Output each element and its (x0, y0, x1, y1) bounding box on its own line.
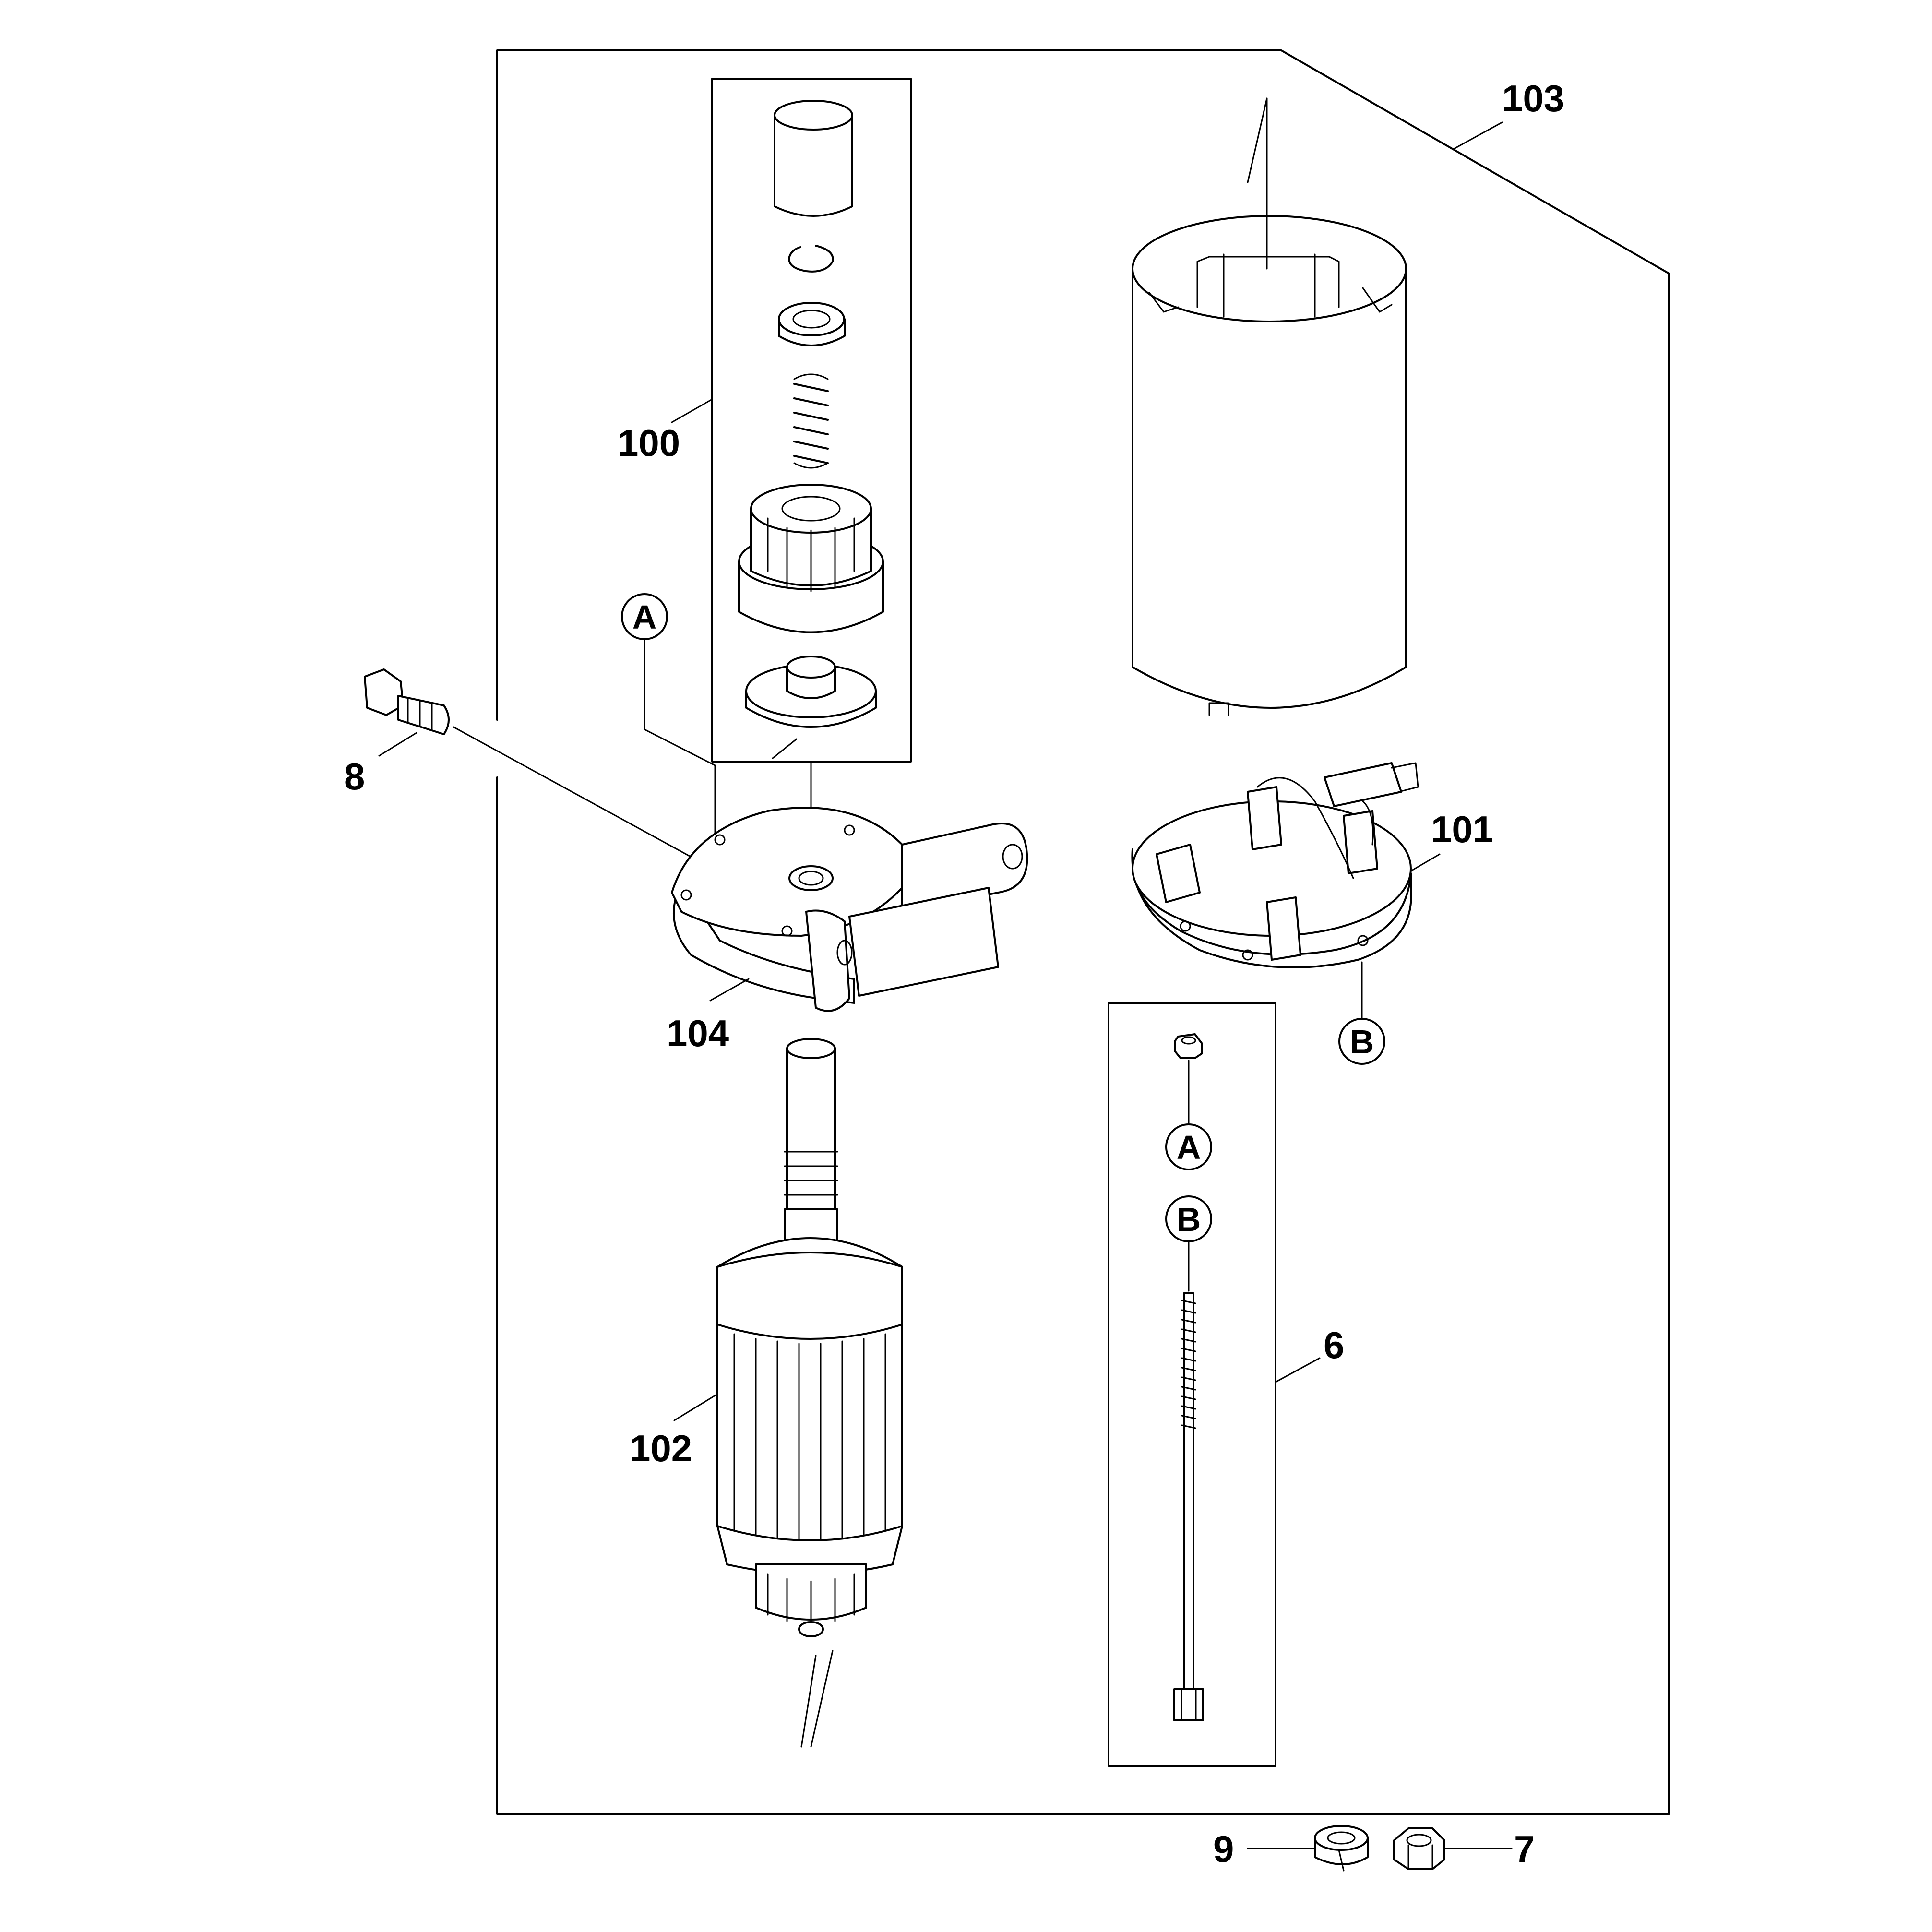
leader-101 (1410, 853, 1441, 872)
ref-a-box-letter: A (1177, 1129, 1201, 1166)
small-nut-part (1174, 1033, 1203, 1059)
drive-kit-box (711, 78, 912, 763)
armature-axis-line-2 (810, 1650, 834, 1748)
leader-6 (1275, 1357, 1321, 1383)
through-bolt-kit-box (1108, 1002, 1276, 1767)
bolt-8-part (364, 668, 450, 735)
ref-b-box-letter: B (1177, 1201, 1201, 1238)
lock-washer-9-part (1314, 1825, 1369, 1872)
label-104: 104 (667, 1012, 729, 1054)
leader-8 (378, 732, 417, 757)
spring-part (793, 373, 829, 469)
ref-b-right-circle (1338, 1018, 1385, 1065)
motor-housing-103-part (1132, 215, 1407, 716)
ref-a-leader (644, 638, 716, 841)
brush-holder-101-part (1131, 762, 1419, 968)
armature-axis-line (800, 1655, 817, 1748)
cap-part (774, 100, 853, 217)
snap-ring-part (788, 245, 834, 273)
label-102: 102 (630, 1427, 692, 1469)
thrust-washer-part (745, 656, 877, 728)
label-7: 7 (1514, 1828, 1535, 1870)
label-9: 9 (1213, 1828, 1234, 1870)
ref-a-box-circle (1165, 1123, 1212, 1170)
label-100: 100 (618, 422, 680, 464)
leader-104 (709, 978, 750, 1002)
housing-axis-line (1247, 97, 1268, 183)
leader-103 (1453, 121, 1503, 150)
pinion-gear-part (738, 484, 884, 633)
through-bolt-part (1173, 1292, 1204, 1721)
label-6: 6 (1324, 1324, 1344, 1366)
leader-100 (671, 398, 713, 423)
drive-end-bracket-104-part (671, 807, 1028, 1012)
leader-102 (673, 1393, 718, 1421)
armature-102-part (716, 1038, 903, 1637)
nut-7-part (1393, 1827, 1445, 1870)
label-103: 103 (1502, 77, 1564, 119)
assembly-frame (496, 49, 1670, 1815)
drive-kit-axis (772, 738, 798, 759)
ref-a-top-letter: A (632, 598, 657, 636)
collar-part (778, 302, 846, 346)
label-8: 8 (344, 755, 365, 798)
ref-b-right-letter: B (1350, 1023, 1374, 1061)
label-101: 101 (1431, 808, 1493, 850)
